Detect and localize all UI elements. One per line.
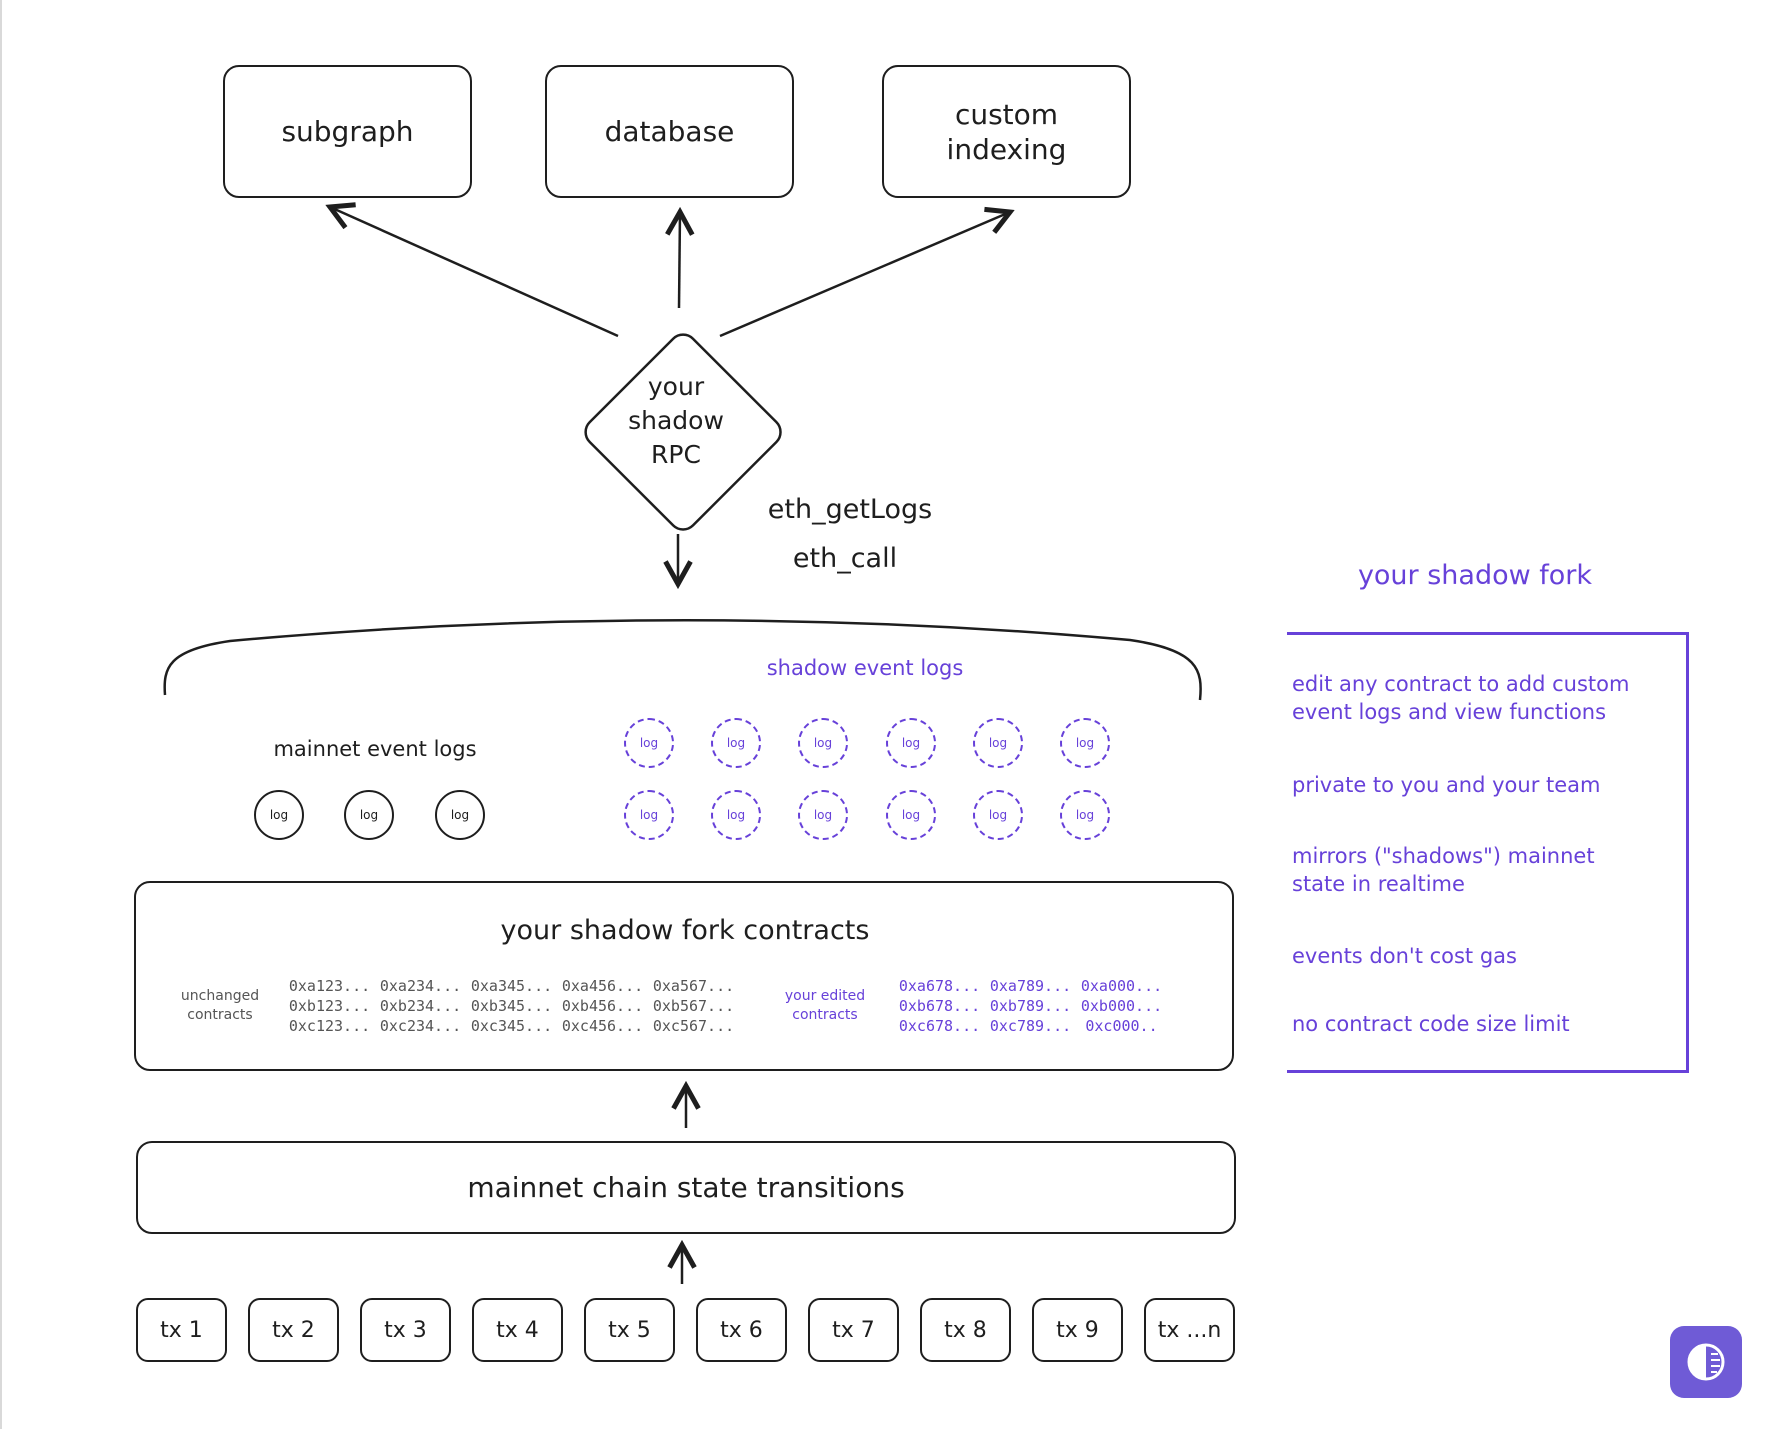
custom-indexing-label: custom indexing [946,97,1067,166]
edited-contract-address: 0xc789... [989,1017,1072,1035]
tx-box: tx 7 [808,1298,899,1362]
contract-address: 0xc456... [561,1017,644,1035]
tx-box: tx 4 [472,1298,563,1362]
contract-address: 0xa567... [652,977,735,995]
contract-address: 0xb345... [470,997,553,1015]
subgraph-box: subgraph [223,65,472,198]
state-transitions-box: mainnet chain state transitions [136,1141,1236,1234]
shadow-log: log [886,718,936,768]
database-label: database [604,115,735,148]
contract-address: 0xc567... [652,1017,735,1035]
side-panel-title: your shadow fork [1357,560,1593,591]
contract-address: 0xa123... [288,977,371,995]
mainnet-log: log [254,790,304,840]
contract-address: 0xa456... [561,977,644,995]
contract-address: 0xc123... [288,1017,371,1035]
contract-address: 0xb567... [652,997,735,1015]
shadow-log: log [1060,790,1110,840]
contract-address: 0xc345... [470,1017,553,1035]
mainnet-log: log [344,790,394,840]
contract-address: 0xb234... [379,997,462,1015]
window-edge [0,0,2,1429]
half-moon-contrast-icon[interactable] [1670,1326,1742,1398]
shadow-fork-contracts-box [134,881,1234,1071]
database-box: database [545,65,794,198]
contract-address: 0xb456... [561,997,644,1015]
tx-box: tx 8 [920,1298,1011,1362]
rpc-diamond [584,333,782,531]
arrow-to-custom-indexing [719,212,1010,338]
shadow-log: log [711,790,761,840]
shadow-log: log [886,790,936,840]
mainnet-log: log [435,790,485,840]
tx-box: tx 2 [248,1298,339,1362]
tx-box: tx 6 [696,1298,787,1362]
logs-brace [163,619,1202,701]
eth-getlogs-label: eth_getLogs [767,494,933,525]
tx-box: tx ...n [1144,1298,1235,1362]
tx-box: tx 5 [584,1298,675,1362]
shadow-event-logs-label: shadow event logs [766,656,964,680]
shadow-log: log [624,790,674,840]
arrow-to-subgraph [330,207,619,338]
edited-contract-address: 0xc678... [898,1017,981,1035]
shadow-log: log [798,718,848,768]
side-panel-frame [1287,632,1689,1073]
tx-box: tx 3 [360,1298,451,1362]
contract-address: 0xc234... [379,1017,462,1035]
edited-contract-address: 0xa000... [1080,977,1163,995]
custom-indexing-box: custom indexing [882,65,1131,198]
subgraph-label: subgraph [281,115,414,148]
contrast-glyph [1687,1343,1725,1381]
contract-address: 0xa234... [379,977,462,995]
edited-contract-address: 0xa678... [898,977,981,995]
feature-item: mirrors ("shadows") mainnet state in rea… [1292,844,1595,896]
edited-contracts-label: your edited contracts [784,988,866,1023]
tx-box: tx 1 [136,1298,227,1362]
contract-address: 0xa345... [470,977,553,995]
feature-item: edit any contract to add custom event lo… [1292,672,1630,724]
shadow-log: log [624,718,674,768]
rpc-label: your shadow RPC [628,372,724,469]
shadow-log: log [711,718,761,768]
shadow-log: log [973,790,1023,840]
shadow-log: log [798,790,848,840]
feature-item: events don't cost gas [1292,944,1517,968]
contracts-title: your shadow fork contracts [500,915,870,946]
edited-contract-address: 0xb000... [1080,997,1163,1015]
contract-address: 0xb123... [288,997,371,1015]
shadow-log: log [973,718,1023,768]
unchanged-address-grid: 0xa123... 0xb123... 0xc123... 0xa234... … [284,977,739,1037]
shadow-log: log [1060,718,1110,768]
state-transitions-label: mainnet chain state transitions [467,1171,905,1204]
unchanged-contracts-label: unchanged contracts [180,988,260,1023]
mainnet-event-logs-label: mainnet event logs [273,737,477,761]
feature-item: no contract code size limit [1292,1012,1570,1036]
eth-call-label: eth_call [792,543,898,574]
edited-contract-address: 0xb678... [898,997,981,1015]
edited-address-grid: 0xa678... 0xb678... 0xc678... 0xa789... … [894,977,1167,1037]
tx-box: tx 9 [1032,1298,1123,1362]
feature-item: private to you and your team [1292,773,1601,797]
edited-contract-address: 0xa789... [989,977,1072,995]
arrow-to-database [679,212,680,309]
edited-contract-address: 0xc000.. [1085,1017,1158,1035]
edited-contract-address: 0xb789... [989,997,1072,1015]
